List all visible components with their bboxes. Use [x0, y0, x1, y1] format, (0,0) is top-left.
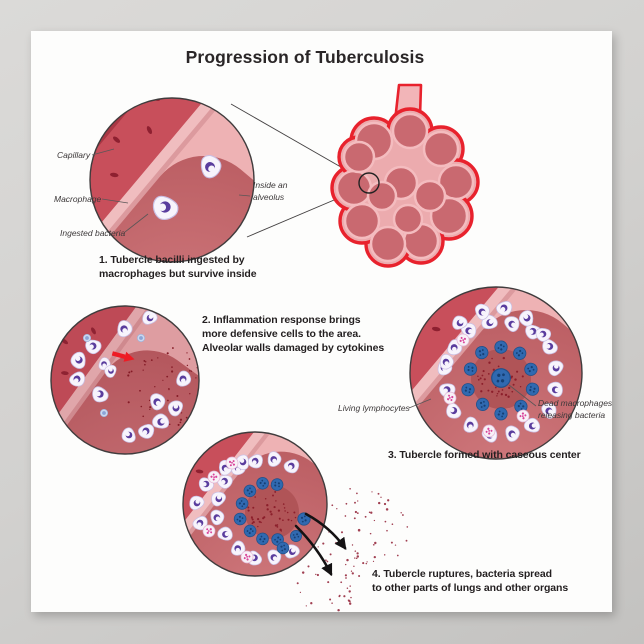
label-inside-alveolus: Inside an alveolus: [253, 180, 288, 203]
label-dead-macrophages: Dead macrophages releasing bacteria: [538, 398, 612, 421]
label-living-lymphocytes: Living lymphocytes: [338, 403, 410, 413]
caption-line: Alveolar walls damaged by cytokines: [202, 342, 385, 355]
magnified-area-circle-icon: [358, 172, 380, 194]
label-capillary: Capillary: [57, 150, 91, 160]
caseous-bacteria-dots: [247, 490, 297, 532]
caption-stage1: 1. Tubercle bacilli ingested by macropha…: [99, 253, 257, 281]
caption-line: to other parts of lungs and other organs: [372, 582, 569, 595]
label-line: releasing bacteria: [538, 409, 606, 420]
bacteria-dots: [127, 347, 199, 426]
rupture-arrows-icon: [294, 512, 347, 577]
caption-stage4: 4. Tubercle ruptures, bacteria spread to…: [372, 567, 568, 595]
stage4-circle: [182, 431, 328, 577]
label-line: Inside an: [253, 180, 288, 190]
label-ingested-bacteria: Ingested bacteria: [60, 228, 126, 238]
alveolus-cluster: [330, 83, 480, 268]
label-macrophage: Macrophage: [54, 194, 102, 204]
caption-stage3: 3. Tubercle formed with caseous center: [388, 448, 581, 462]
caption-line: 2. Inflammation response brings: [202, 314, 361, 326]
caption-line: 4. Tubercle ruptures, bacteria spread: [372, 568, 552, 580]
stage3-circle: [409, 286, 583, 460]
caption-line: more defensive cells to the area.: [202, 328, 361, 341]
poster-title: Progression of Tuberculosis: [185, 47, 425, 67]
stage2-circle: [50, 305, 200, 455]
caption-line: 1. Tubercle bacilli ingested by: [99, 254, 245, 266]
caption-stage2: 2. Inflammation response brings more def…: [202, 313, 384, 356]
label-line: Dead macrophages: [538, 398, 613, 408]
inflammation-arrow-icon: [111, 351, 135, 362]
ruptured-caseous-center: [245, 485, 299, 539]
caption-line: macrophages but survive inside: [99, 268, 257, 281]
stage1-circle: [89, 97, 255, 263]
caption-line: 3. Tubercle formed with caseous center: [388, 449, 581, 461]
label-leader-lines: [91, 148, 537, 409]
label-line: alveolus: [253, 191, 285, 202]
